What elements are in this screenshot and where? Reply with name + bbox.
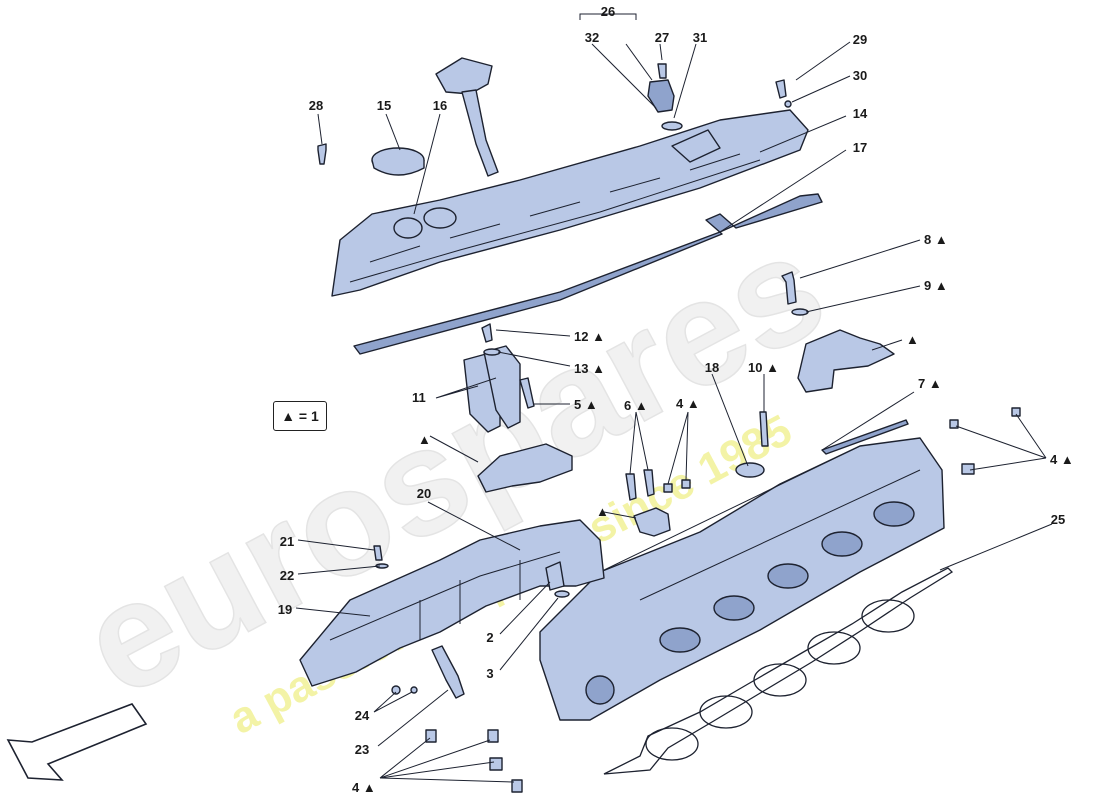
- pin-10: [759, 411, 769, 447]
- cylinder-head: [539, 437, 945, 721]
- exit-arrow-icon[interactable]: [6, 703, 148, 781]
- label-9: 9 ▲: [924, 278, 948, 293]
- nut-4c: [425, 729, 437, 743]
- legend-box: ▲ = 1: [273, 401, 327, 431]
- nut-4h: [1011, 407, 1021, 417]
- sensor-26: [647, 79, 675, 113]
- label-3: 3: [486, 666, 493, 681]
- label-27: 27: [655, 30, 669, 45]
- nut-4b: [681, 479, 691, 489]
- valve-cover: [331, 109, 809, 297]
- bolt-24b: [410, 686, 418, 694]
- label-15: 15: [377, 98, 391, 113]
- cam-cap-right: [797, 329, 895, 393]
- seal-13: [483, 348, 501, 356]
- ignition-coil: [435, 57, 499, 177]
- label-25: 25: [1051, 512, 1065, 527]
- washer-9: [791, 308, 809, 316]
- label-10: 10 ▲: [748, 360, 779, 375]
- bolt-6b: [643, 469, 655, 497]
- nut-4a: [663, 483, 673, 493]
- label-17: 17: [853, 140, 867, 155]
- label-12: 12 ▲: [574, 329, 605, 344]
- head-gasket: [603, 567, 954, 775]
- washer-3: [554, 590, 570, 598]
- plug-18: [735, 462, 765, 478]
- label-21: 21: [280, 534, 294, 549]
- nut-4e: [489, 757, 503, 771]
- label-4-right: 4 ▲: [1050, 452, 1074, 467]
- label-8: 8 ▲: [924, 232, 948, 247]
- seal-32: [661, 121, 683, 131]
- stud-2: [545, 561, 565, 591]
- label-11: 11: [412, 390, 426, 405]
- bolt-28: [317, 143, 327, 165]
- bolt-29: [775, 79, 787, 99]
- oil-control-valves: [463, 345, 521, 433]
- triangle-marker-1: ▲: [906, 332, 919, 347]
- heat-shield: [299, 519, 605, 687]
- plug-15: [371, 147, 425, 176]
- label-14: 14: [853, 106, 868, 121]
- callout-labels: 26 32 27 31 29 30 28 15 16 14 17 8 ▲ 9 ▲…: [278, 4, 1074, 795]
- nut-4i: [961, 463, 975, 475]
- bolt-6a: [625, 473, 637, 501]
- bracket-23: [431, 645, 465, 699]
- label-24: 24: [355, 708, 370, 723]
- clamp-bracket: [633, 507, 671, 537]
- label-16: 16: [433, 98, 447, 113]
- label-22: 22: [280, 568, 294, 583]
- gasket-strip-7: [821, 419, 909, 455]
- bolt-5: [519, 377, 535, 409]
- label-32: 32: [585, 30, 599, 45]
- label-6: 6 ▲: [624, 398, 648, 413]
- label-20: 20: [417, 486, 431, 501]
- label-7: 7 ▲: [918, 376, 942, 391]
- nut-4d: [487, 729, 499, 743]
- bolt-8: [781, 271, 797, 305]
- cam-cap-left: [477, 443, 573, 493]
- label-28: 28: [309, 98, 323, 113]
- watermark: eurospares a passion for parts since 198…: [55, 199, 849, 743]
- bolt-12: [481, 323, 493, 343]
- label-4-upper: 4 ▲: [676, 396, 700, 411]
- nut-4f: [511, 779, 523, 793]
- label-4-lower: 4 ▲: [352, 780, 376, 795]
- bolt-27: [657, 63, 667, 79]
- label-29: 29: [853, 32, 867, 47]
- label-30: 30: [853, 68, 867, 83]
- washer-30: [784, 100, 792, 108]
- triangle-marker-2: ▲: [418, 432, 431, 447]
- label-23: 23: [355, 742, 369, 757]
- nut-4g: [949, 419, 959, 429]
- label-13: 13 ▲: [574, 361, 605, 376]
- label-26: 26: [601, 4, 615, 19]
- label-5: 5 ▲: [574, 397, 598, 412]
- label-2: 2: [486, 630, 493, 645]
- bolt-21: [373, 545, 383, 561]
- label-18: 18: [705, 360, 719, 375]
- triangle-marker-3: ▲: [596, 504, 609, 519]
- bolt-24a: [391, 685, 401, 695]
- label-19: 19: [278, 602, 292, 617]
- label-31: 31: [693, 30, 707, 45]
- leader-lines: [295, 13, 1053, 783]
